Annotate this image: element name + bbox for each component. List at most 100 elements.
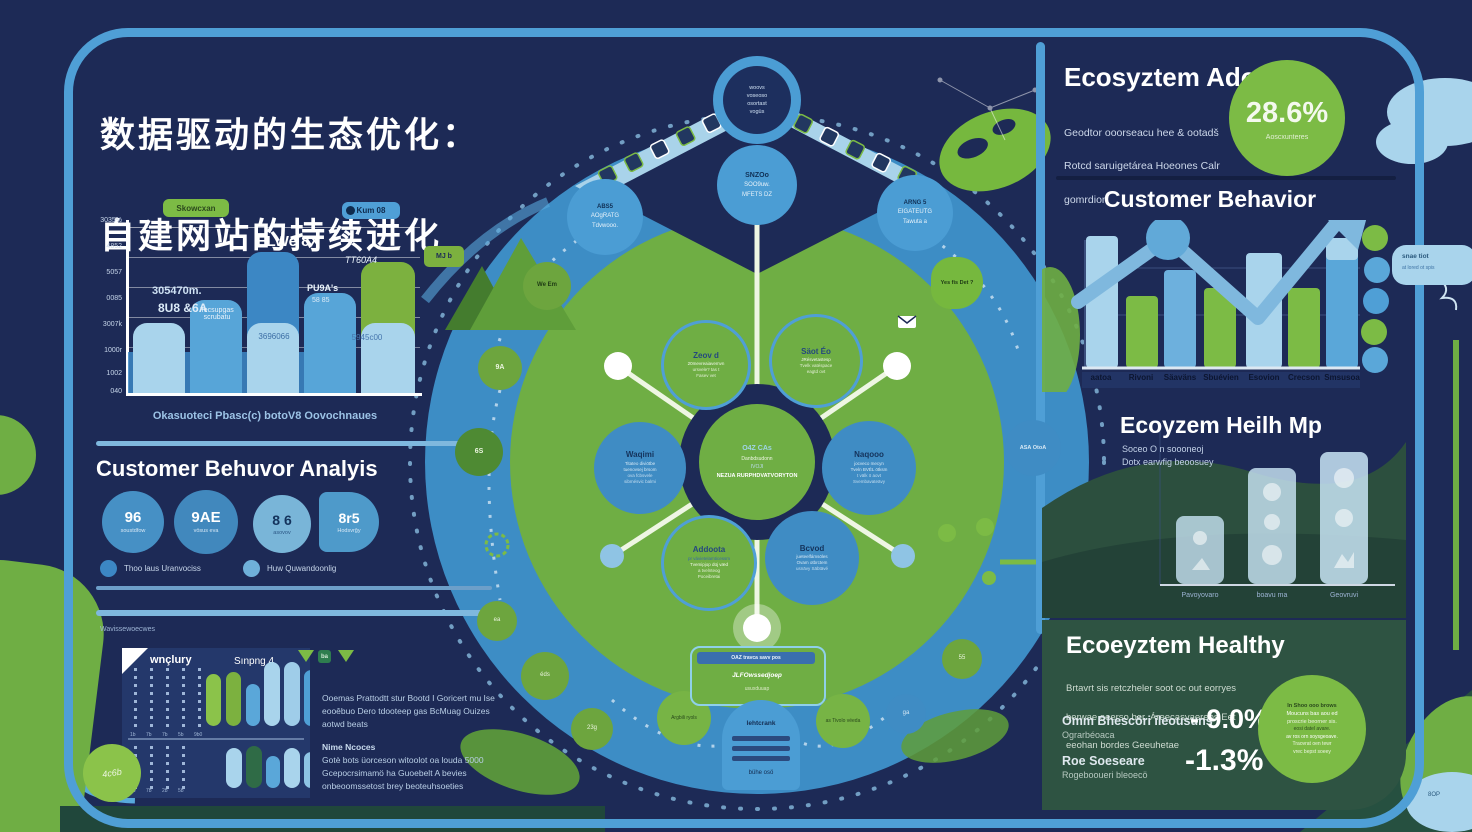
satellite-label: as Tivolo véeda — [825, 718, 861, 724]
chart-title: ELWe 8X — [256, 233, 320, 250]
node-line: Svembavateävy — [852, 479, 886, 485]
satellite-node: 23g — [571, 708, 613, 750]
x-axis — [126, 393, 422, 396]
divider — [96, 586, 492, 590]
y-tick: 040 — [110, 388, 122, 395]
dot — [1363, 288, 1389, 314]
legend-dot — [243, 560, 260, 577]
column-header: Sınpng 4 — [234, 656, 275, 667]
green-card: OAZ travca savv pos JLFOwssedjoep usuxdu… — [690, 646, 826, 706]
panel-paragraph-heading: Nime Ncoces — [322, 742, 376, 752]
trend-arrow-head — [1328, 220, 1367, 250]
bar-note: 3696066 — [258, 332, 290, 341]
gateway-line: SNZOo — [745, 171, 769, 179]
chart-bar-overlay — [361, 323, 415, 393]
panel-paragraph: Gotè bots üorceson witoolot oa louda 500… — [322, 755, 484, 792]
mini-bar — [206, 674, 221, 726]
panel-divider — [1056, 176, 1396, 180]
stat-sub: Rogebooueri bleoecö — [1062, 770, 1148, 780]
x-label: Smsusoa — [1324, 373, 1360, 382]
satellite-label: éds — [540, 672, 550, 679]
node-line: sibmésvic balmi — [624, 479, 656, 485]
blue-card-bar — [732, 756, 790, 761]
behavior-bar — [1126, 296, 1158, 368]
column-header: wnçlury — [150, 654, 192, 666]
side-tab-line: snae tiot — [1402, 253, 1429, 260]
blue-card-bar — [732, 746, 790, 751]
health-map-panel: Ecoyzem Heilh Mp Soceo O n soooneoj Dotx… — [1042, 400, 1406, 618]
label-band — [1082, 372, 1360, 388]
mail-icon — [897, 315, 917, 328]
adoption-para-line: Rotcd saruigetárea Hoeones Calr — [1064, 160, 1220, 173]
node-line: JRésvetastesp — [801, 357, 831, 363]
bar-note: TT60A4 — [345, 255, 378, 265]
small-label: Wavissewoecwes — [100, 626, 155, 633]
healthy-circle-line: In Shoo ooo brows — [1287, 702, 1337, 709]
satellite-node: ea — [477, 601, 517, 641]
node-line: Titateo diviötbe — [624, 461, 656, 467]
satellite-node: We Em — [523, 262, 571, 310]
mini-bar — [284, 748, 300, 788]
y-tick: 1000r — [104, 347, 122, 354]
node-line: jocveco mecyn — [854, 461, 884, 467]
mini-bar — [246, 684, 260, 726]
node-line: Tveln BVÉL ötksm — [850, 467, 888, 473]
green-card-header: OAZ travca savv pos — [697, 652, 815, 664]
bar-note: 5945c00 — [351, 333, 383, 342]
satellite-label: Argbili ryols — [671, 715, 697, 721]
kpi-label: soustdfow — [120, 528, 146, 535]
flank-line: Tawuta a — [902, 218, 927, 225]
y-tick: 5057 — [106, 269, 122, 276]
kpi-label: asovov — [273, 529, 291, 536]
flank-line: ABS5 — [596, 203, 613, 210]
x-label: Sbuévien — [1203, 373, 1239, 382]
side-tab-line: at lored ot spis — [1402, 265, 1435, 271]
satellite-label: ga — [902, 710, 910, 717]
apex-line: woovs — [749, 84, 765, 91]
behavior-chart: aatoa Rivoni Säaväns Sbuévien Esovion Cr… — [1042, 220, 1398, 392]
page-title-line1: 数据驱动的生态优化： — [100, 115, 481, 155]
mini-bar — [266, 756, 280, 788]
mini-tick: 5b — [178, 732, 184, 738]
healthy-panel: Ecoeyztem Healthy Brtavrt sis retczheler… — [1042, 620, 1406, 810]
satellite-node: éds — [521, 652, 569, 700]
blue-blob — [1406, 772, 1472, 832]
apex-line: voseoso — [746, 92, 768, 99]
node-line: Poceibretai — [697, 574, 721, 580]
hub-node: O4Z CAs Danbdsudonn IVOJI NEZUA RURPHDVA… — [679, 384, 835, 540]
page-title-line2: 自建网站的持续进化 — [100, 217, 443, 257]
bottom-left-panel: wnçlury Sınpng 4 1b 7b 7b 5b 9b0 1b 7b 2… — [122, 648, 310, 798]
node-line: tuenovsej brsom — [623, 467, 657, 473]
healthy-circle-line: Moucuns bas aou ed — [1286, 710, 1338, 717]
y-axis — [126, 220, 129, 395]
y-tick: 0085 — [106, 295, 122, 302]
flank-line: Tdvwooo. — [591, 222, 618, 229]
blue-card-bar — [732, 736, 790, 741]
flank-line: ARNG 5 — [903, 199, 927, 206]
healthy-paragraph: Brtavrt sis retczheler soot oc out eorry… — [1066, 668, 1236, 754]
node-line: Tvelk vatéspace — [799, 363, 833, 369]
legend-label: Huw Quwandoonlig — [267, 564, 337, 573]
bar-note: 58 85 — [312, 297, 330, 304]
gateway-node: SNZOo SOO9uw. MFETS DZ — [717, 145, 797, 225]
satellite-label: 9A — [495, 363, 505, 371]
dot — [1361, 319, 1387, 345]
satellite-label: Yes fis Det ? — [940, 279, 974, 286]
mini-tick: 7b — [162, 732, 168, 738]
x-label: aatoa — [1090, 373, 1112, 382]
behavior-bar — [1204, 288, 1236, 368]
kpi-circle: 96 soustdfow — [102, 491, 164, 553]
legend-dot-icon — [346, 206, 355, 215]
y-tick: 4852 — [106, 243, 122, 250]
node-line: usnävy Säbtävé — [795, 566, 829, 572]
satellite-label: ea — [493, 617, 501, 624]
behavior-bar-cap — [1326, 238, 1358, 260]
adoption-para-line: gomrdion — [1064, 193, 1108, 206]
behavior-bar — [1164, 270, 1196, 368]
satellite-label: We Em — [537, 282, 557, 289]
node-line: t välk ö aovt — [856, 473, 881, 479]
satellite-label: ASA OtoA — [1019, 444, 1047, 451]
glow-dot-core — [743, 614, 771, 642]
mini-tick: 7b — [146, 788, 152, 794]
flank-line: EIGATEUTG — [897, 209, 933, 216]
